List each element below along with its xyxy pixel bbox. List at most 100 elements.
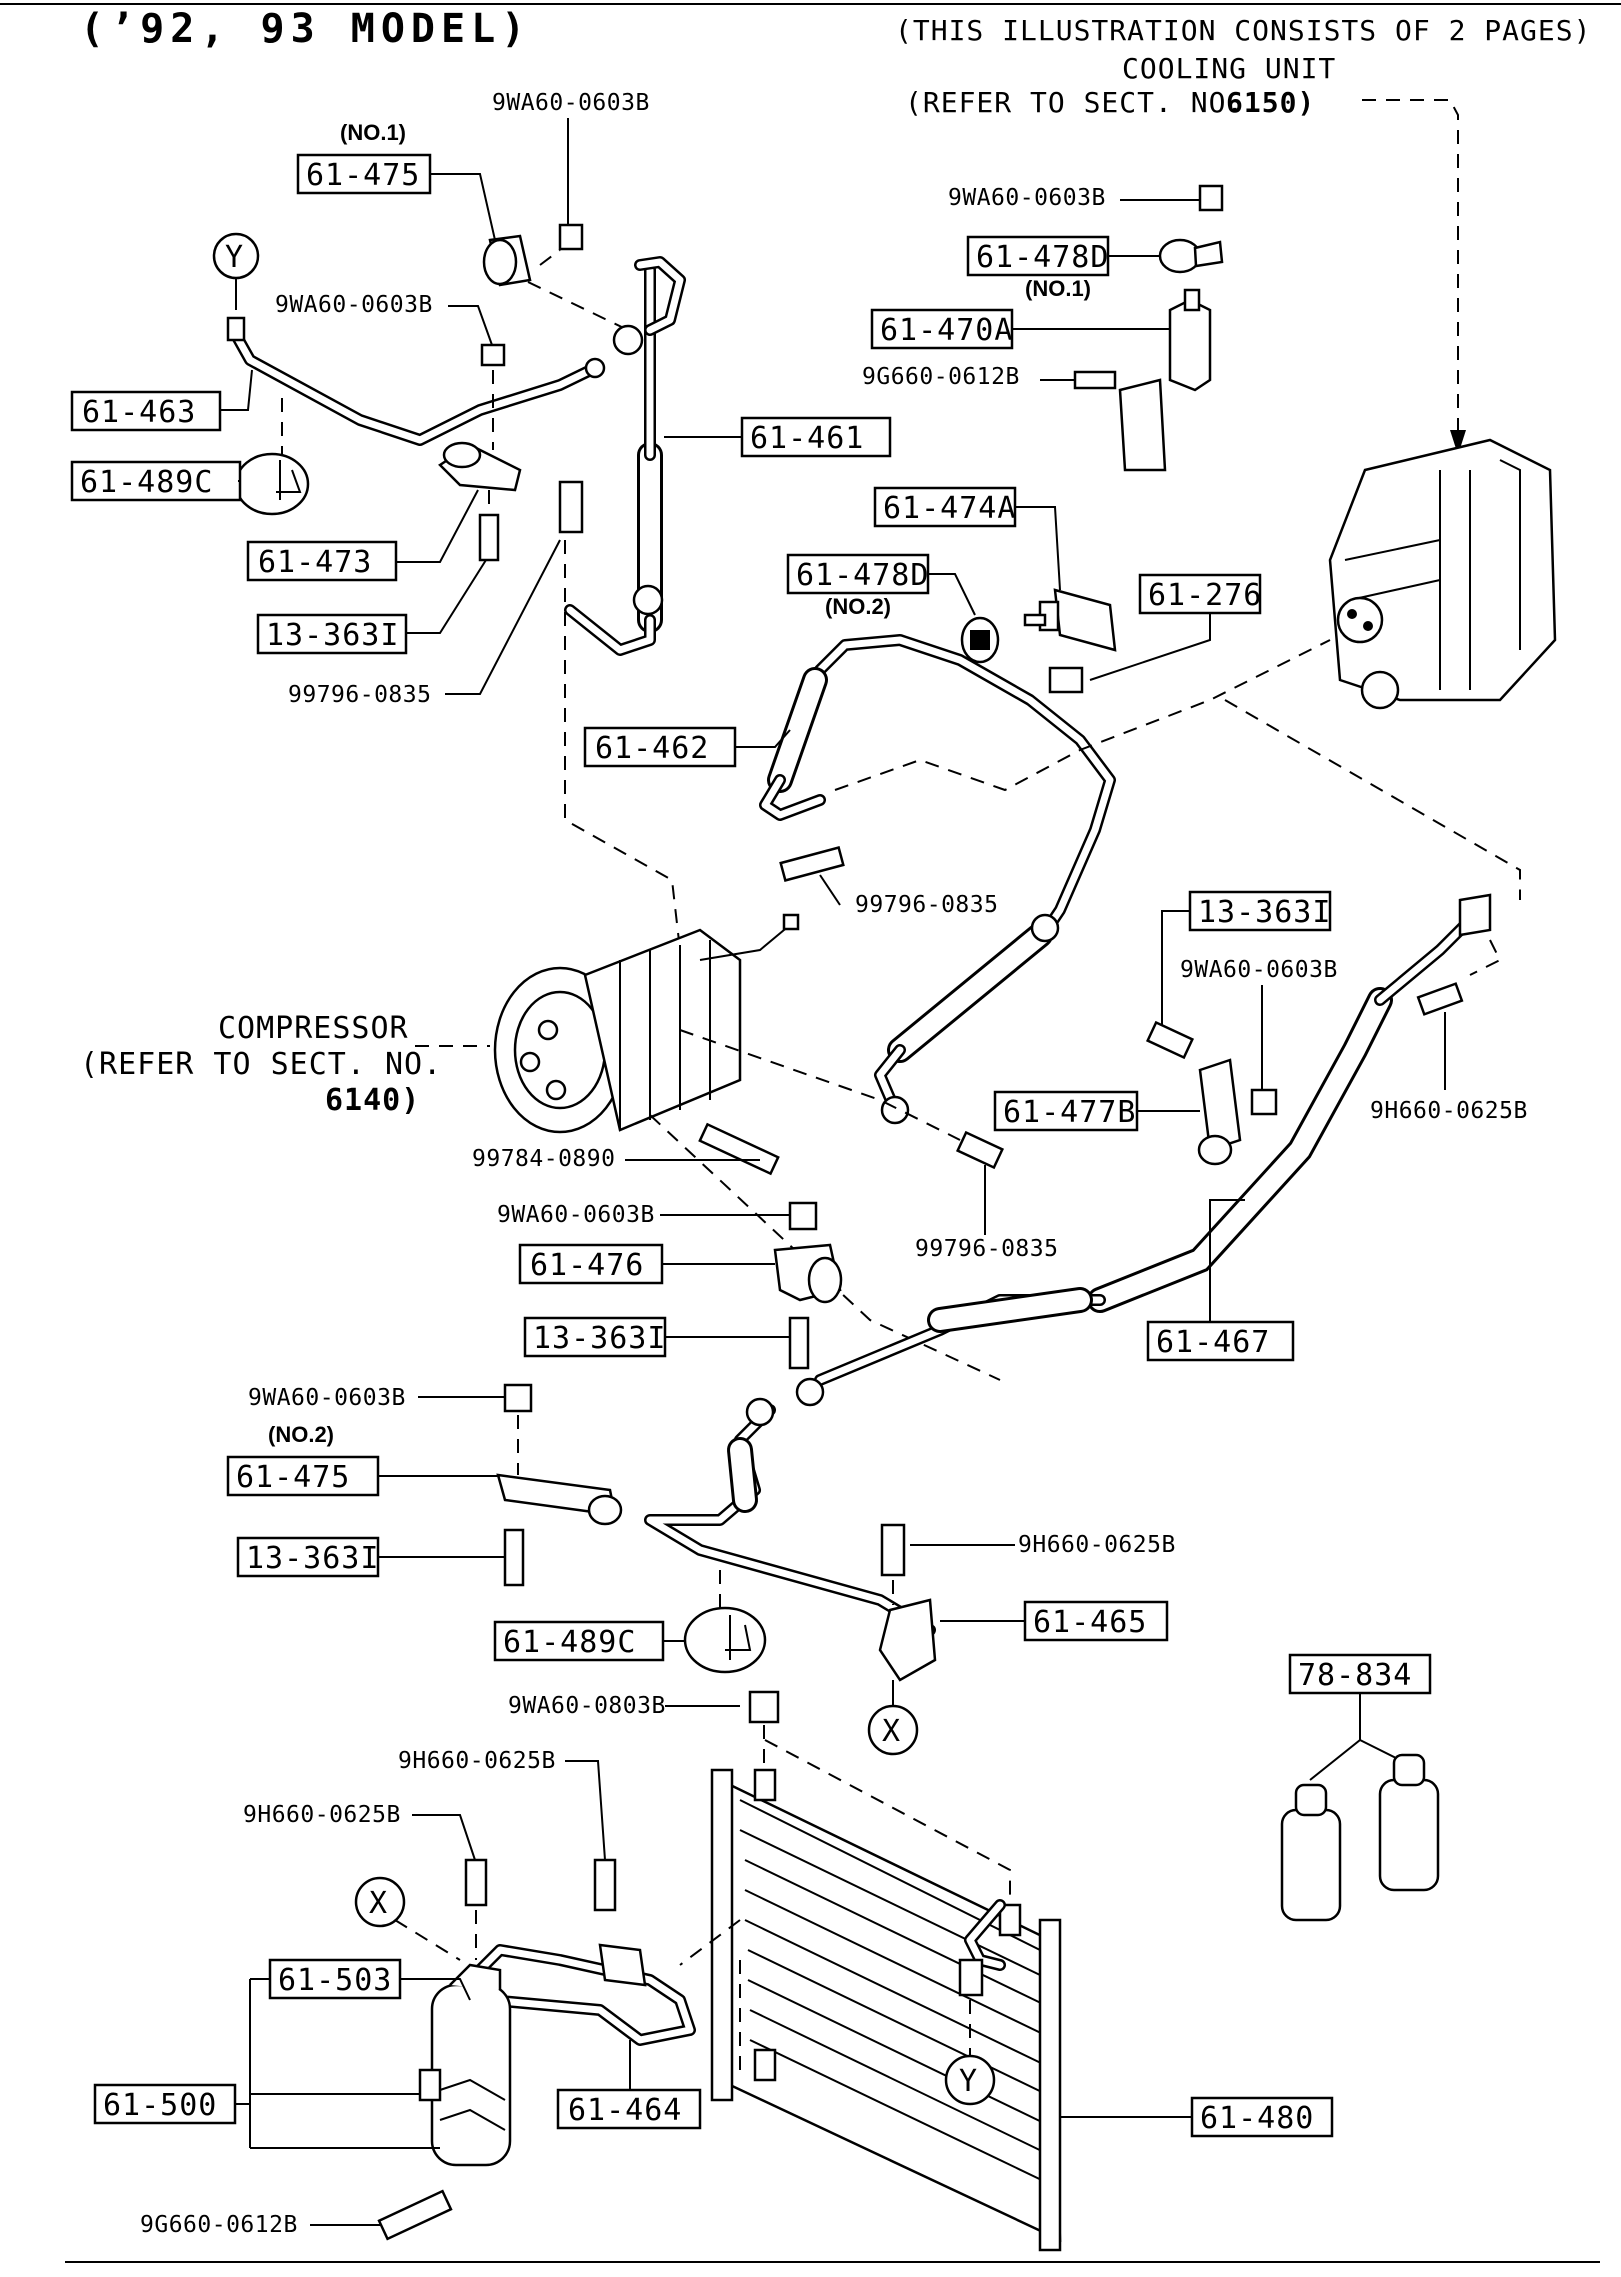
hose-61-467 [1087,987,1393,1313]
part-box-61-473[interactable] [246,540,398,582]
bolt-99784-0890-icon [698,1122,780,1176]
marker-y-low [944,2054,996,2106]
part-box-61-276[interactable] [1138,573,1262,615]
hw-9g660-0612b-2: 9G660-0612B [140,2212,298,2238]
part-box-61-489c-top[interactable] [70,460,242,502]
hw-99796-0835-2: 99796-0835 [855,892,998,918]
bracket-61-477b [1197,1058,1242,1166]
marker-y-low-label: Y [959,2064,978,2099]
bolt-icon [1073,370,1117,390]
part-61-475-no2: 61-475 [236,1460,350,1495]
part-box-61-475-no2[interactable] [226,1455,380,1497]
bolt-13-363i-icon [1145,1020,1195,1060]
valve-cap-icon [1048,666,1084,694]
compressor-ref: (REFER TO SECT. NO. [80,1047,442,1082]
part-box-61-478d-no2[interactable] [786,553,930,595]
bolt-icon [880,1523,906,1577]
note-no1-right: (NO.1) [1025,276,1091,301]
clamp-61-473 [438,441,522,492]
fitting-icon [878,1598,937,1682]
fitting-icon [226,316,246,342]
part-box-61-470a[interactable] [870,308,1014,350]
bolt-13-363i-icon [788,1316,810,1370]
part-61-464: 61-464 [568,2093,682,2128]
note-no2-left: (NO.2) [268,1422,334,1447]
part-box-61-478d-no1[interactable] [966,235,1110,277]
part-61-462: 61-462 [595,731,709,766]
bolt-icon [558,480,584,534]
part-box-78-834[interactable] [1288,1653,1432,1695]
part-box-13-363i-low[interactable] [236,1536,380,1578]
hw-9wa60-0603b-3: 9WA60-0603B [948,185,1106,211]
note-no2-mid: (NO.2) [825,594,891,619]
bolt-icon [779,846,845,882]
part-13-363i-top: 13-363I [266,618,399,653]
part-box-61-465[interactable] [1023,1600,1169,1642]
cooling-unit-leader [1362,99,1459,440]
hw-9wa60-0803b: 9WA60-0803B [508,1693,666,1719]
bracket-icon [598,1943,647,1987]
hw-9wa60-0603b-4: 9WA60-0603B [1180,957,1338,983]
nut-icon [1250,1088,1278,1116]
part-61-467: 61-467 [1156,1325,1270,1360]
part-13-363i-right: 13-363I [1198,895,1331,930]
part-box-61-500[interactable] [93,2083,237,2125]
part-box-61-476[interactable] [518,1243,664,1285]
part-61-473: 61-473 [258,545,372,580]
clamp-61-475-no2 [496,1473,623,1526]
bolt-icon [464,1858,488,1907]
part-61-500: 61-500 [103,2088,217,2123]
hw-9h660-0625b-2: 9H660-0625B [1018,1532,1176,1558]
part-box-61-461[interactable] [740,416,892,458]
model-title: (’92, 93 MODEL) [80,6,531,52]
part-61-478d-no2: 61-478D [796,558,929,593]
clamp-pad-61-489c-top [234,452,310,516]
part-box-61-477b[interactable] [993,1090,1139,1132]
part-box-61-462[interactable] [583,726,737,768]
fitting-icon [1458,893,1492,937]
pages-note: (THIS ILLUSTRATION CONSISTS OF 2 PAGES) [895,14,1591,47]
marker-x-mid [867,1704,919,1756]
hw-9g660-0612b-1: 9G660-0612B [862,364,1020,390]
part-61-461: 61-461 [750,421,864,456]
fitting-icon [958,1958,984,1997]
hw-9wa60-0603b-1: 9WA60-0603B [492,90,650,116]
clamp-61-475-no1 [482,234,532,287]
cooling-unit [1328,438,1557,710]
part-61-480: 61-480 [1200,2101,1314,2136]
part-box-61-467[interactable] [1146,1320,1295,1362]
marker-y-top-label: Y [225,240,244,275]
part-61-465: 61-465 [1033,1605,1147,1640]
part-13-363i-low: 13-363I [246,1541,379,1576]
cooling-unit-sect: 6150) [1226,86,1315,119]
part-78-834: 78-834 [1298,1658,1412,1693]
bolt-13-363i-icon [478,513,500,562]
part-box-61-474a[interactable] [873,486,1017,528]
part-box-61-463[interactable] [70,390,222,432]
part-box-61-475-no1[interactable] [296,153,432,195]
bolt-icon [1416,982,1464,1016]
hw-9wa60-0603b-2: 9WA60-0603B [275,292,433,318]
part-61-503: 61-503 [278,1963,392,1998]
bolt-13-363i-icon [503,1528,525,1587]
clamp-61-476 [773,1243,843,1304]
part-box-61-489c-low[interactable] [493,1620,665,1662]
part-61-474a: 61-474A [883,491,1016,526]
part-61-475-no1: 61-475 [306,158,420,193]
cooling-unit-label: COOLING UNIT [1122,52,1336,85]
cooling-unit-ref: (REFER TO SECT. NO. [905,86,1244,119]
clamp-61-478d-no2 [960,616,1000,664]
hw-9h660-0625b-4: 9H660-0625B [243,1802,401,1828]
compressor-sect: 6140) [325,1083,420,1118]
hw-9h660-0625b-3: 9H660-0625B [398,1748,556,1774]
marker-x-mid-label: X [882,1714,901,1749]
note-no1-top: (NO.1) [340,120,406,145]
part-box-13-363i-mid[interactable] [523,1316,667,1358]
part-61-463: 61-463 [82,395,196,430]
hw-9wa60-0603b-6: 9WA60-0603B [248,1385,406,1411]
part-61-476: 61-476 [530,1248,644,1283]
nut-icon [480,343,506,367]
bolt-icon [955,1130,1005,1170]
part-61-489c-low: 61-489C [503,1625,636,1660]
